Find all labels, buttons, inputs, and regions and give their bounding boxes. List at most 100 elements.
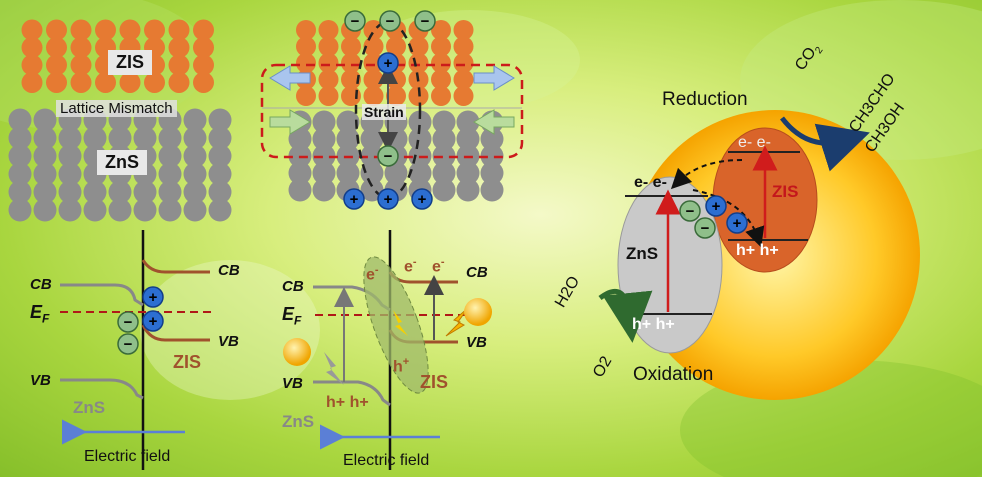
zis-atom: [431, 20, 451, 40]
zns-atom: [33, 198, 57, 222]
zis-label-a: ZIS: [108, 50, 153, 75]
zis-atom: [453, 69, 474, 90]
zis-atom: [431, 69, 451, 90]
zis-atom: [318, 69, 339, 90]
vb-label-zns-c: VB: [30, 372, 51, 389]
zis-atom: [431, 53, 451, 73]
zns-atom: [8, 108, 32, 132]
band-diagram-d: [283, 230, 492, 470]
zis-atom: [431, 36, 451, 57]
zns-atom: [432, 161, 456, 185]
zis-atom: [70, 72, 92, 93]
positive-charge: [377, 52, 399, 74]
zns-atom: [58, 162, 82, 186]
zis-atom: [95, 72, 116, 93]
zns-atom: [8, 126, 32, 150]
electron-label-zis: e- e-: [738, 134, 771, 151]
zns-atom: [108, 180, 132, 204]
zns-atom: [58, 180, 82, 204]
zis-atom: [168, 72, 190, 93]
negative-charge: [117, 311, 139, 333]
zis-atom: [144, 19, 165, 41]
zis-atom: [318, 20, 339, 40]
zis-atom: [168, 54, 190, 76]
zns-atom: [33, 126, 57, 150]
positive-charge: [377, 188, 399, 210]
zis-atom: [46, 54, 67, 76]
zis-atom: [168, 37, 190, 58]
vb-label-zis-c: VB: [218, 333, 239, 350]
zns-atom: [158, 162, 182, 186]
zns-atom: [58, 144, 82, 168]
zis-atom: [70, 37, 92, 58]
zis-atom: [193, 54, 214, 76]
zns-atom: [158, 126, 182, 150]
charge-sign: +: [384, 55, 393, 72]
zis-atom: [193, 37, 214, 58]
zns-atom: [183, 108, 207, 132]
zis-atom: [296, 53, 316, 73]
zns-atom: [288, 161, 312, 185]
zns-atom: [158, 198, 182, 222]
vb-label-zns-d: VB: [282, 375, 303, 392]
zns-atom: [456, 178, 480, 202]
charge-sign: +: [149, 313, 158, 330]
charge-sign: +: [149, 289, 158, 306]
charge-sign: −: [421, 13, 430, 30]
zis-label-c: ZIS: [173, 352, 202, 372]
fermi-level-label-d: EF: [282, 304, 302, 328]
zns-atom: [360, 178, 384, 202]
charge-sign: −: [386, 13, 395, 30]
positive-charge: [726, 212, 748, 234]
zns-atom: [83, 198, 107, 222]
zns-atom: [360, 127, 384, 151]
zns-atom: [208, 198, 232, 222]
zis-atom: [193, 19, 214, 41]
zns-atom: [336, 161, 360, 185]
zns-atom: [288, 178, 312, 202]
zns-atom: [133, 198, 157, 222]
zns-atom: [158, 144, 182, 168]
charge-sign: +: [350, 191, 359, 208]
fermi-level-label-c: EF: [30, 302, 50, 326]
electric-field-label-c: Electric field: [84, 448, 171, 465]
zis-atom: [119, 72, 141, 93]
zis-atom: [296, 36, 316, 57]
zns-atom: [33, 162, 57, 186]
strain-label: Strain: [362, 104, 406, 120]
zis-atom: [21, 37, 43, 58]
zns-label-a: ZnS: [97, 150, 147, 175]
zns-atom: [133, 126, 157, 150]
zns-atom: [8, 144, 32, 168]
cb-label-zis-d: CB: [466, 264, 488, 281]
zis-atom: [408, 36, 429, 57]
zns-atom: [360, 144, 384, 168]
negative-charge: [679, 200, 701, 222]
oxidation-label: Oxidation: [633, 364, 714, 385]
zis-atom: [193, 72, 214, 93]
zns-atom: [312, 178, 336, 202]
zns-atom: [456, 161, 480, 185]
charge-sign: −: [701, 220, 710, 237]
zns-atom: [183, 198, 207, 222]
cb-label-zns-d: CB: [282, 278, 304, 295]
zis-atom: [95, 19, 116, 41]
zns-atom: [33, 108, 57, 132]
zns-atom: [312, 127, 336, 151]
tension-arrow-left: [269, 109, 311, 135]
zns-atom: [456, 127, 480, 151]
charge-sign: −: [686, 203, 695, 220]
zis-atom: [119, 19, 141, 41]
zis-atom: [453, 86, 474, 106]
zns-atom: [312, 110, 336, 134]
lattice-mismatch-label: Lattice Mismatch: [56, 100, 177, 117]
electron-label-zns: e- e-: [634, 174, 667, 191]
band-diagram-c: [60, 230, 215, 470]
negative-charge: [379, 10, 401, 32]
zns-atom: [360, 161, 384, 185]
zns-atom: [408, 127, 432, 151]
charge-sign: −: [124, 314, 133, 331]
zis-atom: [363, 36, 384, 57]
charge-sign: +: [712, 198, 721, 215]
zns-atom: [208, 108, 232, 132]
